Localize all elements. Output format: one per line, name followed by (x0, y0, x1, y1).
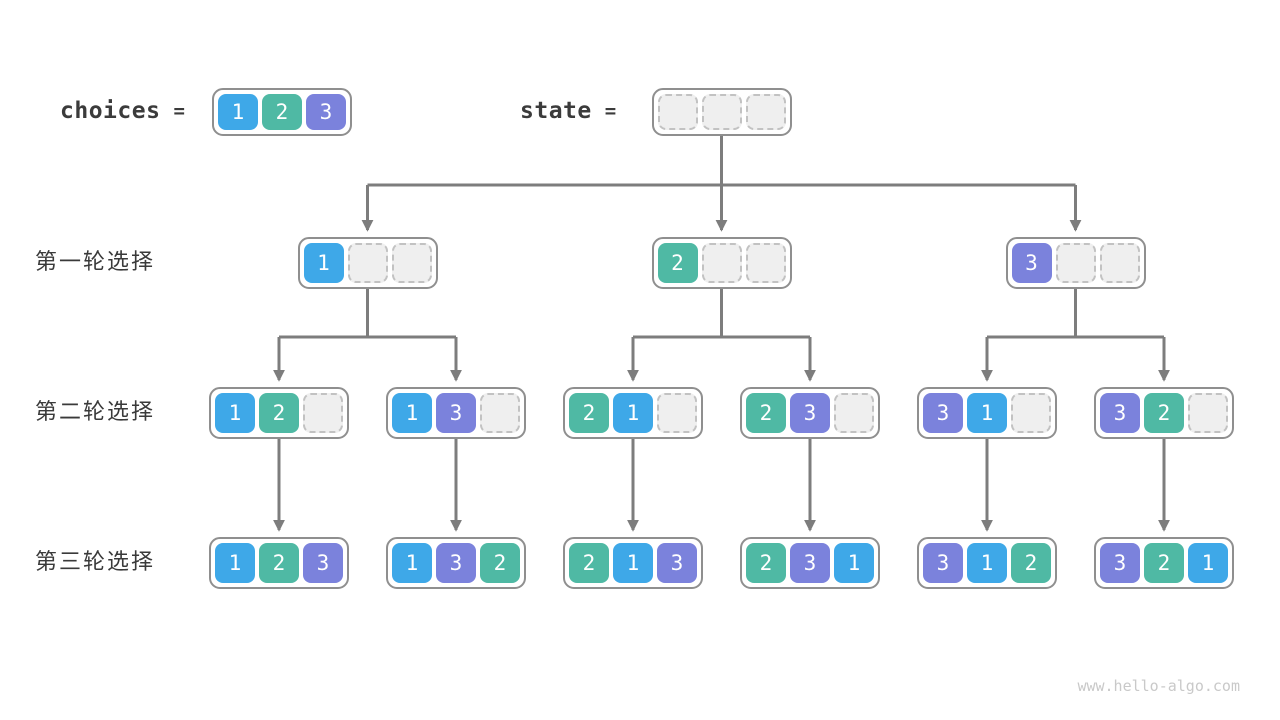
perm-box: 1 (297, 237, 438, 289)
choices-expression: choices = (60, 97, 185, 125)
value-cell: 3 (1100, 543, 1140, 583)
empty-slot (1055, 243, 1096, 283)
value-cell: 3 (306, 94, 346, 130)
value-cell: 3 (790, 393, 830, 433)
empty-slot (701, 94, 742, 130)
value-cell: 2 (569, 393, 609, 433)
round-label: 第三轮选择 (35, 549, 156, 574)
empty-slot (1099, 243, 1140, 283)
equals-sign: = (604, 100, 617, 122)
empty-slot (701, 243, 742, 283)
round-label: 第一轮选择 (35, 249, 156, 274)
value-cell: 2 (746, 543, 786, 583)
state-label: state (520, 98, 592, 124)
value-cell: 3 (657, 543, 697, 583)
empty-slot (1188, 393, 1228, 433)
empty-slot (745, 94, 786, 130)
empty-slot (657, 94, 698, 130)
state-box (651, 88, 792, 136)
value-cell: 2 (1011, 543, 1051, 583)
value-cell: 1 (303, 243, 344, 283)
value-cell: 2 (569, 543, 609, 583)
value-cell: 1 (834, 543, 874, 583)
value-cell: 3 (923, 393, 963, 433)
value-cell: 1 (613, 543, 653, 583)
empty-slot (745, 243, 786, 283)
value-cell: 3 (303, 543, 343, 583)
empty-slot (347, 243, 388, 283)
value-cell: 3 (436, 393, 476, 433)
round-label: 第二轮选择 (35, 399, 156, 424)
value-cell: 3 (923, 543, 963, 583)
perm-box: 2 (651, 237, 792, 289)
value-cell: 1 (215, 393, 255, 433)
empty-slot (1011, 393, 1051, 433)
value-cell: 3 (1100, 393, 1140, 433)
value-cell: 2 (746, 393, 786, 433)
value-cell: 1 (613, 393, 653, 433)
empty-slot (480, 393, 520, 433)
value-cell: 1 (1188, 543, 1228, 583)
choices-label: choices (60, 98, 161, 124)
empty-slot (657, 393, 697, 433)
value-cell: 2 (480, 543, 520, 583)
value-cell: 3 (1011, 243, 1052, 283)
value-cell: 2 (657, 243, 698, 283)
perm-box: 3 (1005, 237, 1146, 289)
value-cell: 1 (392, 393, 432, 433)
value-cell: 1 (215, 543, 255, 583)
value-cell: 2 (259, 393, 299, 433)
empty-slot (303, 393, 343, 433)
empty-slot (391, 243, 432, 283)
value-cell: 3 (790, 543, 830, 583)
value-cell: 1 (392, 543, 432, 583)
value-cell: 2 (262, 94, 302, 130)
value-cell: 2 (259, 543, 299, 583)
empty-slot (834, 393, 874, 433)
value-cell: 1 (967, 393, 1007, 433)
watermark: www.hello-algo.com (1077, 677, 1240, 695)
state-expression: state = (520, 97, 616, 125)
value-cell: 1 (218, 94, 258, 130)
value-cell: 2 (1144, 543, 1184, 583)
value-cell: 3 (436, 543, 476, 583)
value-cell: 2 (1144, 393, 1184, 433)
equals-sign: = (173, 100, 185, 122)
value-cell: 1 (967, 543, 1007, 583)
